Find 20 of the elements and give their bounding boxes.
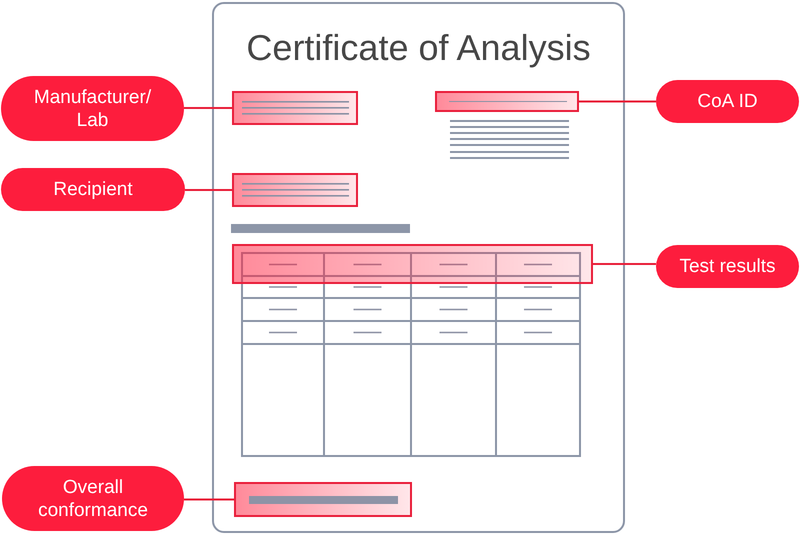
callout-label: Test results [679, 255, 776, 278]
leader-line [593, 263, 656, 265]
callout-label: CoA ID [697, 90, 758, 113]
highlight-box [232, 244, 593, 284]
leader-line [185, 189, 232, 191]
highlight-box [232, 173, 358, 207]
highlight-box [232, 91, 358, 125]
leader-line [184, 107, 232, 109]
callout-label: Recipient [53, 178, 133, 201]
document-page [212, 2, 625, 533]
callout-pill [1, 168, 185, 211]
callout-pill [656, 80, 799, 123]
callout-label: Overall conformance [37, 476, 149, 522]
leader-line [184, 498, 234, 500]
document-title: Certificate of Analysis [246, 27, 591, 68]
highlight-box [435, 91, 579, 112]
leader-line [579, 100, 656, 102]
highlight-box [234, 482, 412, 517]
callout-label: Manufacturer/ Lab [32, 86, 152, 132]
callout-pill [656, 245, 799, 288]
